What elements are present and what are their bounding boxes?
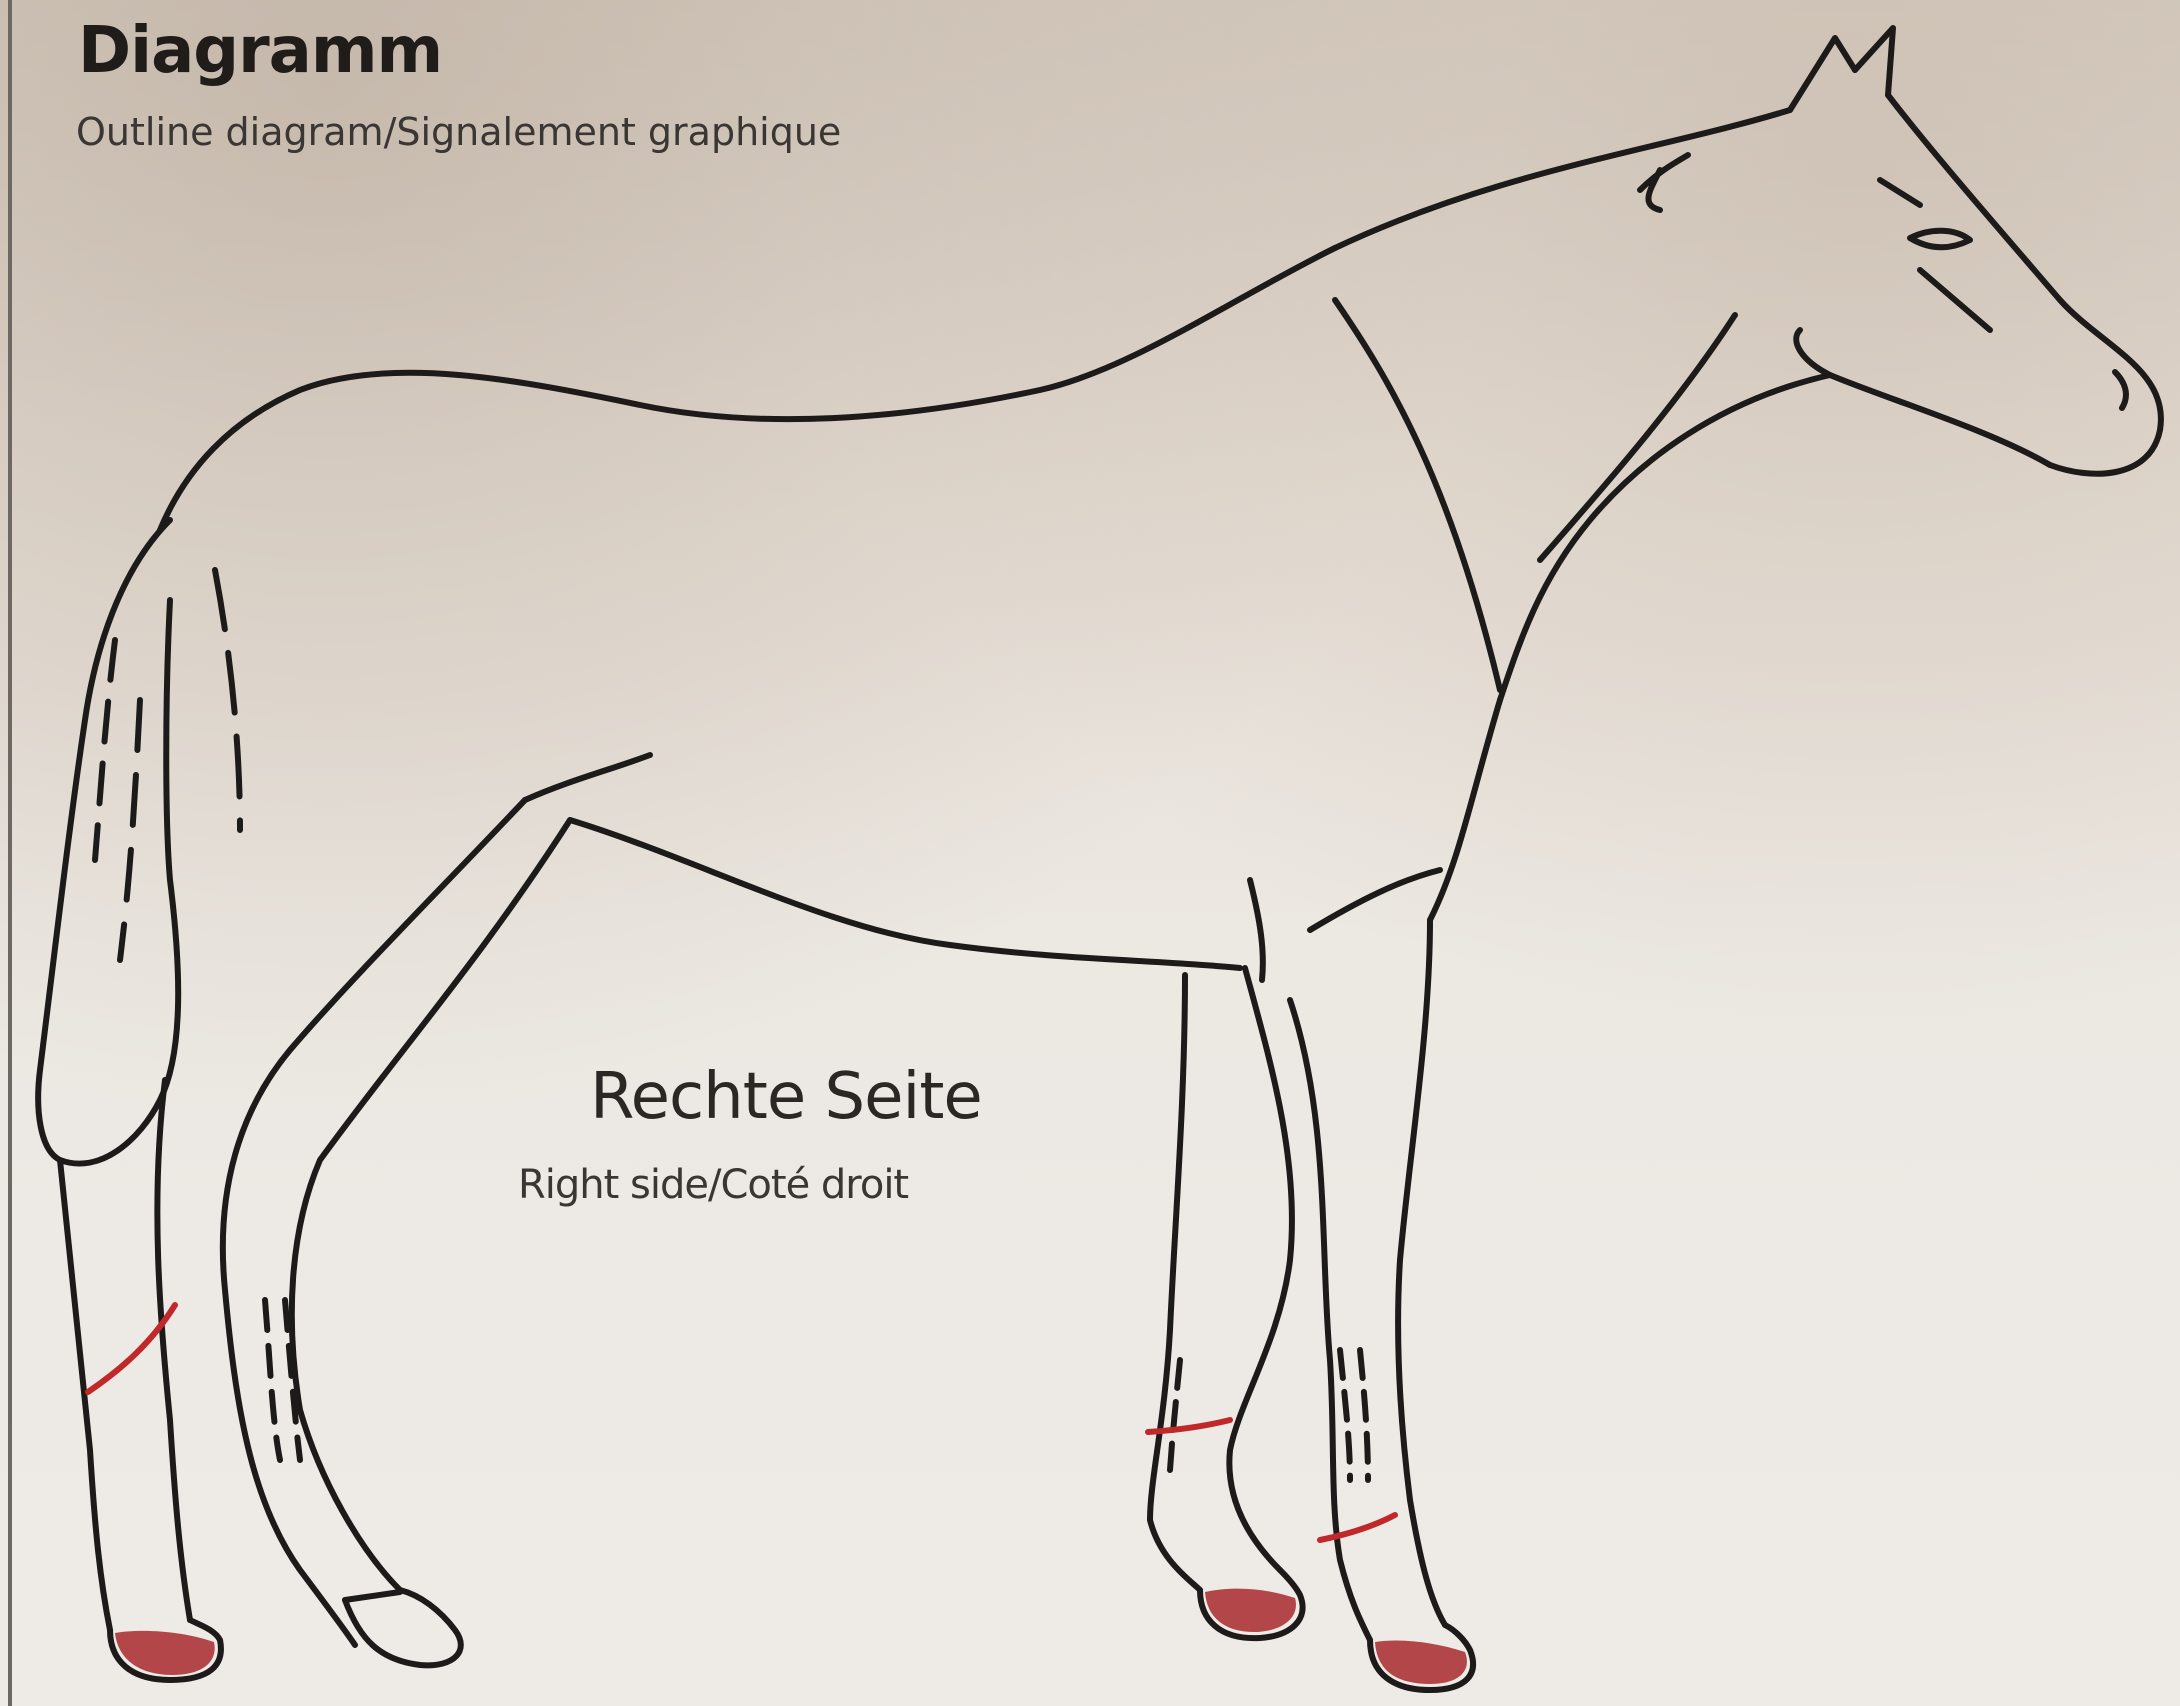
jaw-line: [1796, 330, 2050, 465]
side-title: Rechte Seite: [590, 1060, 982, 1134]
tail-hair-2: [120, 700, 140, 960]
eye: [1910, 231, 1970, 248]
hind-hoof-far: [345, 1590, 461, 1665]
tail-hair-1: [95, 640, 115, 860]
flank-line: [525, 755, 650, 800]
foreleg-far-back: [1290, 1000, 1370, 1640]
foreleg-near-lines: [1170, 1360, 1180, 1470]
hind-far-pastern: [345, 1592, 400, 1600]
foreleg-near-back: [1150, 975, 1200, 1590]
hind-leg-far-back: [223, 800, 525, 1645]
hind-leg-near-back: [60, 1160, 110, 1630]
nostril: [2115, 372, 2126, 408]
foreleg-far-sock-line: [1320, 1515, 1395, 1540]
foreleg-far-front: [1398, 920, 1445, 1625]
face-profile: [1888, 95, 2161, 474]
elbow-line: [1310, 870, 1440, 930]
ear-back: [1790, 38, 1855, 110]
neck-crease-2: [1540, 315, 1735, 560]
forearm-detail: [1250, 880, 1263, 980]
back-line: [160, 248, 1335, 530]
foreleg-lines: [1340, 1350, 1368, 1480]
neck-crest: [1335, 110, 1790, 248]
belly-line: [570, 820, 1240, 968]
ear-front: [1855, 28, 1893, 95]
cowlick-mark: [1640, 155, 1688, 210]
hind-leg-near-front: [157, 1080, 190, 1620]
neck-underline: [1500, 375, 1830, 700]
side-subtitle: Right side/Coté droit: [518, 1162, 908, 1208]
neck-crease-1: [1335, 300, 1500, 690]
buttock-line: [215, 570, 240, 830]
tail-outline: [38, 520, 178, 1164]
foreleg-near-front: [1229, 968, 1292, 1570]
chest-line: [1430, 700, 1500, 920]
horse-outline: [38, 28, 2161, 1690]
